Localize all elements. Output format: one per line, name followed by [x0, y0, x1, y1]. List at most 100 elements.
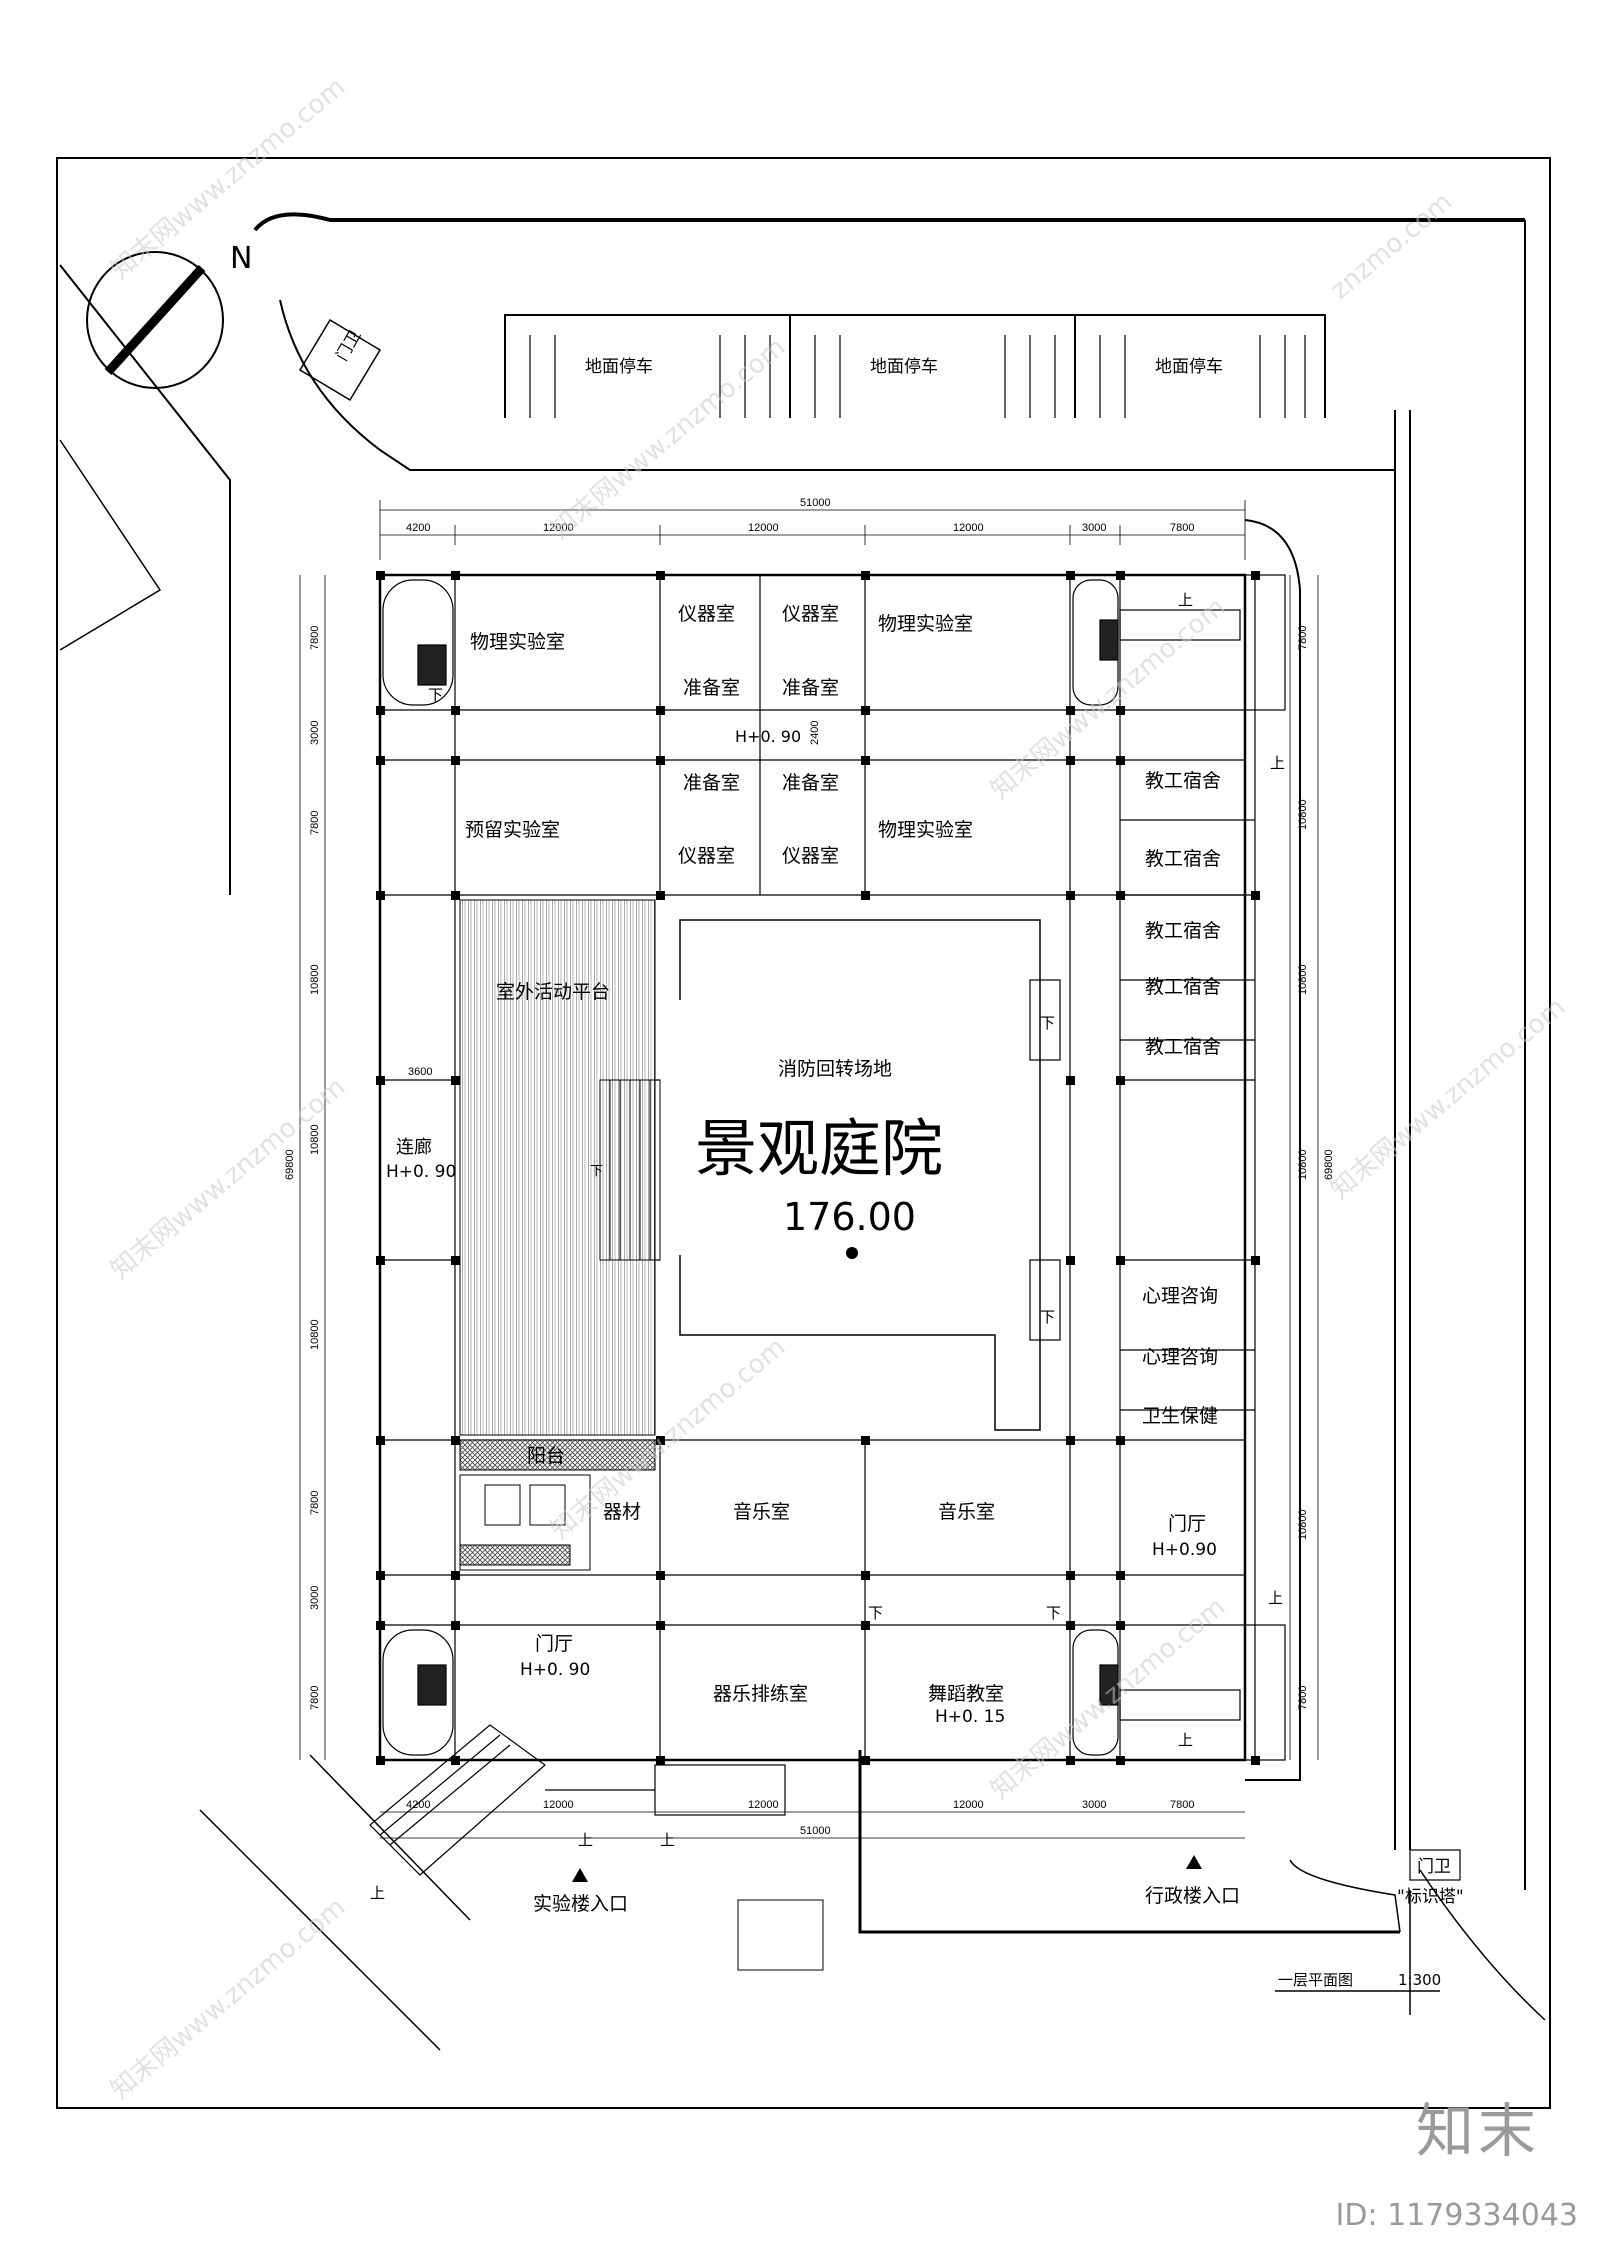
- dimension-bottom: [380, 1811, 1245, 1839]
- parking-area: 地面停车 地面停车 地面停车: [504, 314, 1326, 418]
- stair-up-7: 上: [370, 1884, 385, 1902]
- room-psych-2: 心理咨询: [1142, 1346, 1218, 1368]
- dim-12000-bottom-1: 12000: [543, 1799, 574, 1811]
- stair-down-6: 下: [1046, 1604, 1061, 1622]
- site-left-boundary: [59, 264, 231, 895]
- dim-right-7800-1: 7800: [1297, 626, 1309, 650]
- landmark-square: [737, 1899, 824, 1971]
- room-instrument-2: 仪器室: [782, 603, 839, 625]
- room-labels: 物理实验室 仪器室 仪器室 物理实验室 准备室 准备室 H+0. 90 2400…: [386, 603, 1221, 1727]
- room-health: 卫生保健: [1142, 1405, 1218, 1427]
- stair-cores: [382, 579, 1241, 1756]
- room-band: 器乐排练室: [713, 1683, 808, 1705]
- dim-right-7800-2: 7800: [1297, 1686, 1309, 1710]
- gate-label-top: 门卫: [332, 327, 364, 364]
- room-reserved-lab: 预留实验室: [465, 819, 560, 841]
- stair-down-2: 下: [1040, 1014, 1055, 1032]
- dim-right-10800-2: 10800: [1297, 964, 1309, 995]
- elev-lobby-left: H+0. 90: [520, 1660, 590, 1680]
- dimension-top: [379, 500, 1246, 560]
- courtyard-steps: [599, 1079, 661, 1261]
- room-dance: 舞蹈教室: [928, 1683, 1004, 1705]
- stair-up-1: 上: [1178, 591, 1193, 609]
- dim-right-10800-1: 10800: [1297, 799, 1309, 830]
- gate-top: 门卫: [298, 318, 382, 402]
- dim-12000-bottom-3: 12000: [953, 1799, 984, 1811]
- dim-left-10800-2: 10800: [309, 1124, 321, 1155]
- room-instrument-1: 仪器室: [678, 603, 735, 625]
- site-bottom-boundary: [858, 1750, 1400, 1934]
- stair-up-3: 上: [1268, 1589, 1283, 1607]
- dim-12000-top-3: 12000: [953, 522, 984, 534]
- site-bottom-right: [1409, 1869, 1546, 2021]
- stair-down-5: 下: [868, 1604, 883, 1622]
- room-fire-turn: 消防回转场地: [778, 1058, 892, 1080]
- room-balcony: 阳台: [527, 1445, 565, 1467]
- dim-3000-bottom: 3000: [1082, 1799, 1106, 1811]
- parking-label-3: 地面停车: [1155, 357, 1223, 377]
- watermark-text-1: 知末网www.znzmo.com: [105, 72, 351, 285]
- entrance-admin: 行政楼入口: [1145, 1885, 1240, 1907]
- courtyard-elevation-dot: [846, 1247, 858, 1259]
- dim-left-3000-1: 3000: [309, 721, 321, 745]
- balcony-area: [459, 1439, 656, 1471]
- stair-marks: 下 上 上 下 下 下 下 下 上 上 上 上 上: [370, 591, 1285, 1902]
- dimension-left: [299, 575, 326, 1760]
- stair-up-5: 上: [578, 1831, 593, 1849]
- gate-label-bottom: 门卫: [1417, 1857, 1451, 1877]
- parking-label-1: 地面停车: [585, 357, 653, 377]
- landmark-tower: "标识塔": [1397, 1887, 1464, 1907]
- dim-4200-bottom: 4200: [406, 1799, 430, 1811]
- watermark-id: ID: 1179334043: [1335, 2198, 1578, 2233]
- watermark-tiles: 知末网www.znzmo.com 知末网www.znzmo.com 知末网www…: [105, 72, 1571, 2105]
- dim-3000-top: 3000: [1082, 522, 1106, 534]
- dim-total-top: 51000: [800, 497, 831, 509]
- dim-12000-top-1: 12000: [543, 522, 574, 534]
- stair-up-6: 上: [660, 1831, 675, 1849]
- room-lobby-right: 门厅: [1168, 1513, 1206, 1535]
- equipment-block: [459, 1474, 591, 1571]
- room-dorm-2: 教工宿舍: [1145, 848, 1221, 870]
- stair-down-1: 下: [428, 686, 443, 704]
- elev-lobby-right: H+0.90: [1152, 1540, 1217, 1560]
- room-outdoor-platform: 室外活动平台: [496, 981, 610, 1003]
- dim-3600: 3600: [408, 1066, 432, 1078]
- dim-total-bottom: 51000: [800, 1825, 831, 1837]
- room-prep-1: 准备室: [683, 677, 740, 699]
- dim-left-7800-2: 7800: [309, 811, 321, 835]
- site-left-diag: [59, 439, 162, 651]
- site-bottom-left-diag: [199, 1754, 471, 2051]
- room-music-1: 音乐室: [733, 1501, 790, 1523]
- outdoor-platform-area: [459, 899, 656, 1436]
- dim-right-10800-3: 10800: [1297, 1149, 1309, 1180]
- stair-up-2: 上: [1270, 754, 1285, 772]
- room-dorm-4: 教工宿舍: [1145, 976, 1221, 998]
- entrance-ramp: [369, 1724, 786, 1876]
- dim-12000-top-2: 12000: [748, 522, 779, 534]
- dim-12000-bottom-2: 12000: [748, 1799, 779, 1811]
- drawing-scale: 1:300: [1398, 1971, 1441, 1989]
- watermark-text-8: 知末网www.znzmo.com: [105, 1892, 351, 2105]
- dim-left-10800-1: 10800: [309, 964, 321, 995]
- courtyard-elevation: 176.00: [783, 1195, 916, 1239]
- dim-left-10800-3: 10800: [309, 1319, 321, 1350]
- watermark-text-6: 知末网www.znzmo.com: [985, 1592, 1231, 1805]
- watermark-site: znzmo.com: [1325, 187, 1458, 305]
- room-dorm-1: 教工宿舍: [1145, 770, 1221, 792]
- dim-left-3000-2: 3000: [309, 1586, 321, 1610]
- north-label: N: [230, 241, 252, 276]
- dim-right-total: 69800: [1323, 1149, 1335, 1180]
- room-physics-lab-3: 物理实验室: [878, 819, 973, 841]
- dim-left-7800-4: 7800: [309, 1686, 321, 1710]
- stair-down-3: 下: [1040, 1308, 1055, 1326]
- dim-4200-top: 4200: [406, 522, 430, 534]
- room-physics-lab-2: 物理实验室: [878, 613, 973, 635]
- room-courtyard: 景观庭院: [695, 1112, 943, 1185]
- room-instrument-4: 仪器室: [782, 845, 839, 867]
- site-bottom-curve: [1289, 1859, 1401, 1933]
- room-music-2: 音乐室: [938, 1501, 995, 1523]
- room-physics-lab-1: 物理实验室: [470, 631, 565, 653]
- watermark-text-4: 知末网www.znzmo.com: [105, 1072, 351, 1285]
- elev-corridor: H+0. 90: [386, 1162, 456, 1182]
